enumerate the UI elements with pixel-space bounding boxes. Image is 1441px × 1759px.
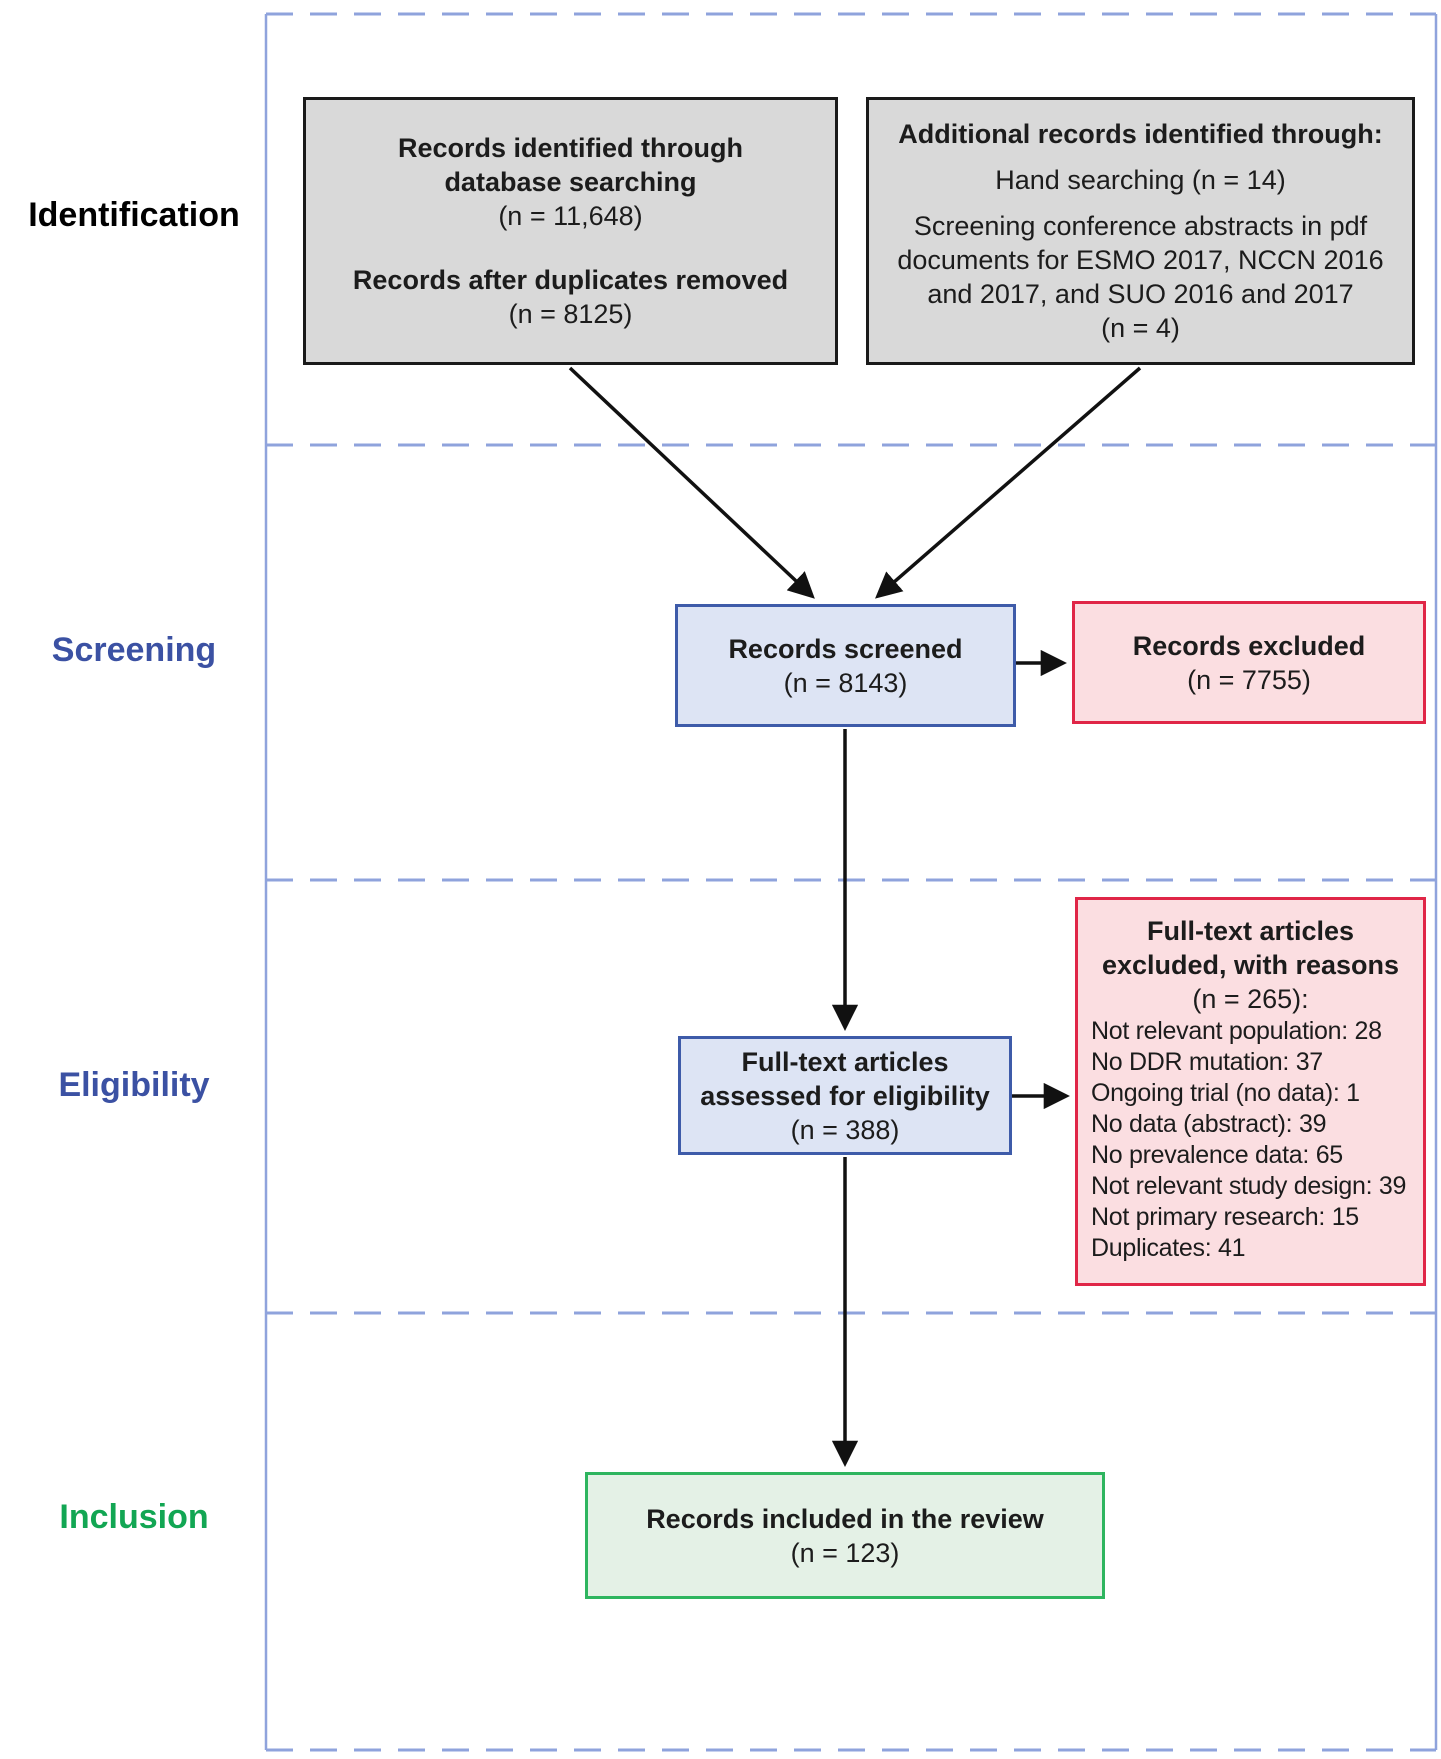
box-records-excluded: Records excluded (n = 7755) [1072, 601, 1426, 724]
box-title: Additional records identified through: [898, 119, 1383, 149]
box-title: Records excluded [1132, 630, 1366, 661]
box-title: excluded, with reasons [1101, 950, 1400, 980]
exclusion-reason: Not relevant population: 28 [1091, 1017, 1382, 1045]
box-count: (n = 4) [1101, 313, 1180, 343]
box-count: (n = 265): [1192, 984, 1309, 1014]
stage-label-screening: Screening [51, 631, 217, 669]
box-records-included: Records included in the review (n = 123) [585, 1472, 1105, 1599]
box-title: Records included in the review [646, 1503, 1044, 1534]
box-title: database searching [444, 167, 697, 197]
stage-label-identification: Identification [28, 196, 240, 234]
exclusion-reason: Duplicates: 41 [1091, 1234, 1246, 1262]
box-title: Full-text articles [1146, 916, 1355, 946]
conference-screening-line: Screening conference abstracts in pdf do… [897, 211, 1384, 309]
box-title: Records after duplicates removed [352, 265, 789, 295]
box-count: (n = 8125) [508, 299, 633, 329]
box-count: (n = 7755) [1187, 664, 1311, 695]
hand-searching-line: Hand searching (n = 14) [995, 165, 1286, 195]
exclusion-reason: No data (abstract): 39 [1091, 1110, 1327, 1138]
box-records-screened: Records screened (n = 8143) [675, 604, 1016, 727]
exclusion-reason: No DDR mutation: 37 [1091, 1048, 1323, 1076]
box-title: assessed for eligibility [700, 1080, 990, 1111]
exclusion-reason: Ongoing trial (no data): 1 [1091, 1079, 1360, 1107]
box-count: (n = 123) [790, 1537, 900, 1568]
box-additional-records: Additional records identified through: H… [866, 97, 1415, 365]
exclusion-reason-list: Not relevant population: 28 No DDR mutat… [1078, 1016, 1423, 1264]
stage-label-inclusion: Inclusion [59, 1498, 209, 1536]
box-title: Full-text articles [741, 1046, 949, 1077]
box-count: (n = 8143) [783, 667, 908, 698]
exclusion-reason: No prevalence data: 65 [1091, 1141, 1343, 1169]
arrow-database-to-screened [568, 366, 815, 599]
box-records-identified-database: Records identified through database sear… [303, 97, 838, 365]
box-fulltext-assessed: Full-text articles assessed for eligibil… [678, 1036, 1012, 1155]
box-count: (n = 11,648) [498, 201, 643, 231]
box-title: Records identified through [397, 133, 743, 163]
box-title: Records screened [728, 633, 963, 664]
arrow-additional-to-screened [875, 366, 1142, 599]
box-count: (n = 388) [790, 1114, 900, 1145]
exclusion-reason: Not primary research: 15 [1091, 1203, 1359, 1231]
exclusion-reason: Not relevant study design: 39 [1091, 1172, 1407, 1200]
box-fulltext-excluded-reasons: Full-text articles excluded, with reason… [1075, 897, 1426, 1286]
stage-label-eligibility: Eligibility [58, 1066, 210, 1104]
